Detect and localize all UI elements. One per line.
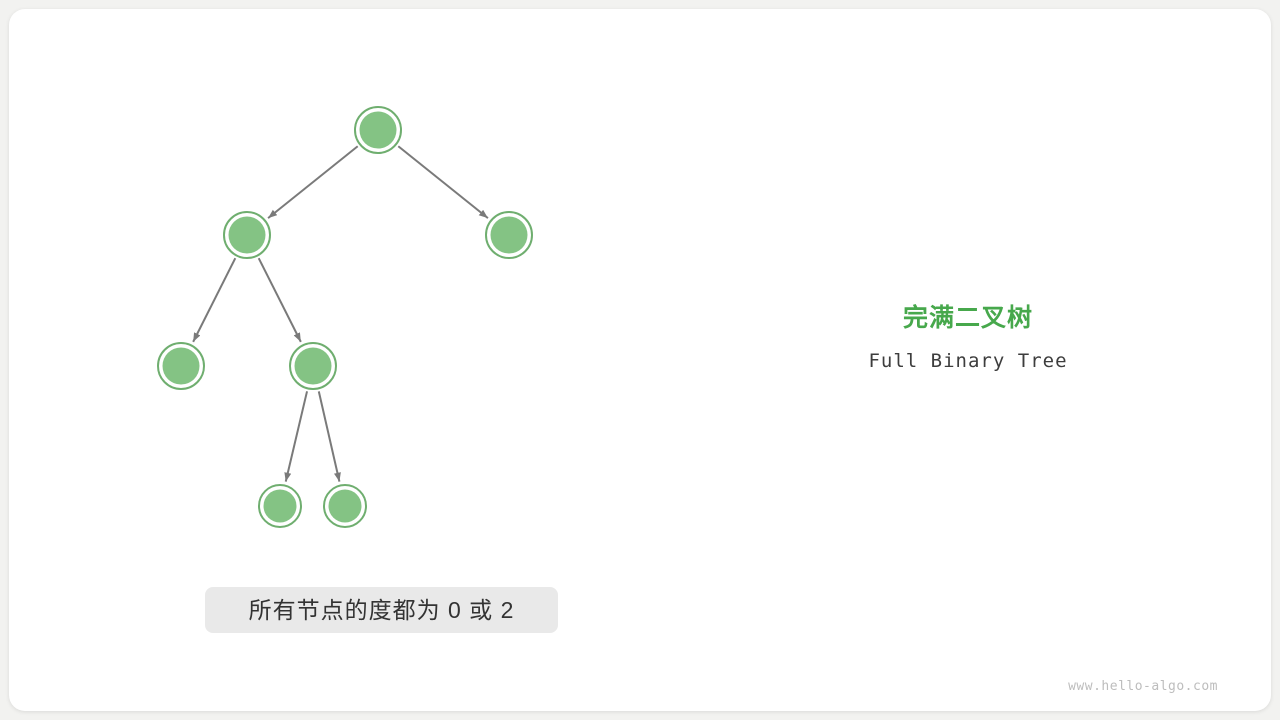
tree-edge [192,257,237,343]
tree-edge [397,145,489,219]
caption-box: 所有节点的度都为 0 或 2 [205,587,558,633]
tree-node [157,342,205,390]
tree-edge [267,145,359,219]
tree-edge [284,391,309,482]
tree-edge [257,257,302,343]
tree-node [485,211,533,259]
tree-node [258,484,302,528]
title-block: 完满二叉树 Full Binary Tree [800,298,1136,372]
tree-edges [192,145,489,482]
tree-node [289,342,337,390]
tree-node [223,211,271,259]
caption-text: 所有节点的度都为 0 或 2 [248,597,515,623]
tree-nodes [157,106,533,528]
watermark: www.hello-algo.com [1068,679,1218,694]
tree-edge [317,391,341,482]
diagram-title-en: Full Binary Tree [868,350,1068,372]
diagram-title-zh: 完满二叉树 [902,304,1033,332]
tree-node [354,106,402,154]
tree-node [323,484,367,528]
